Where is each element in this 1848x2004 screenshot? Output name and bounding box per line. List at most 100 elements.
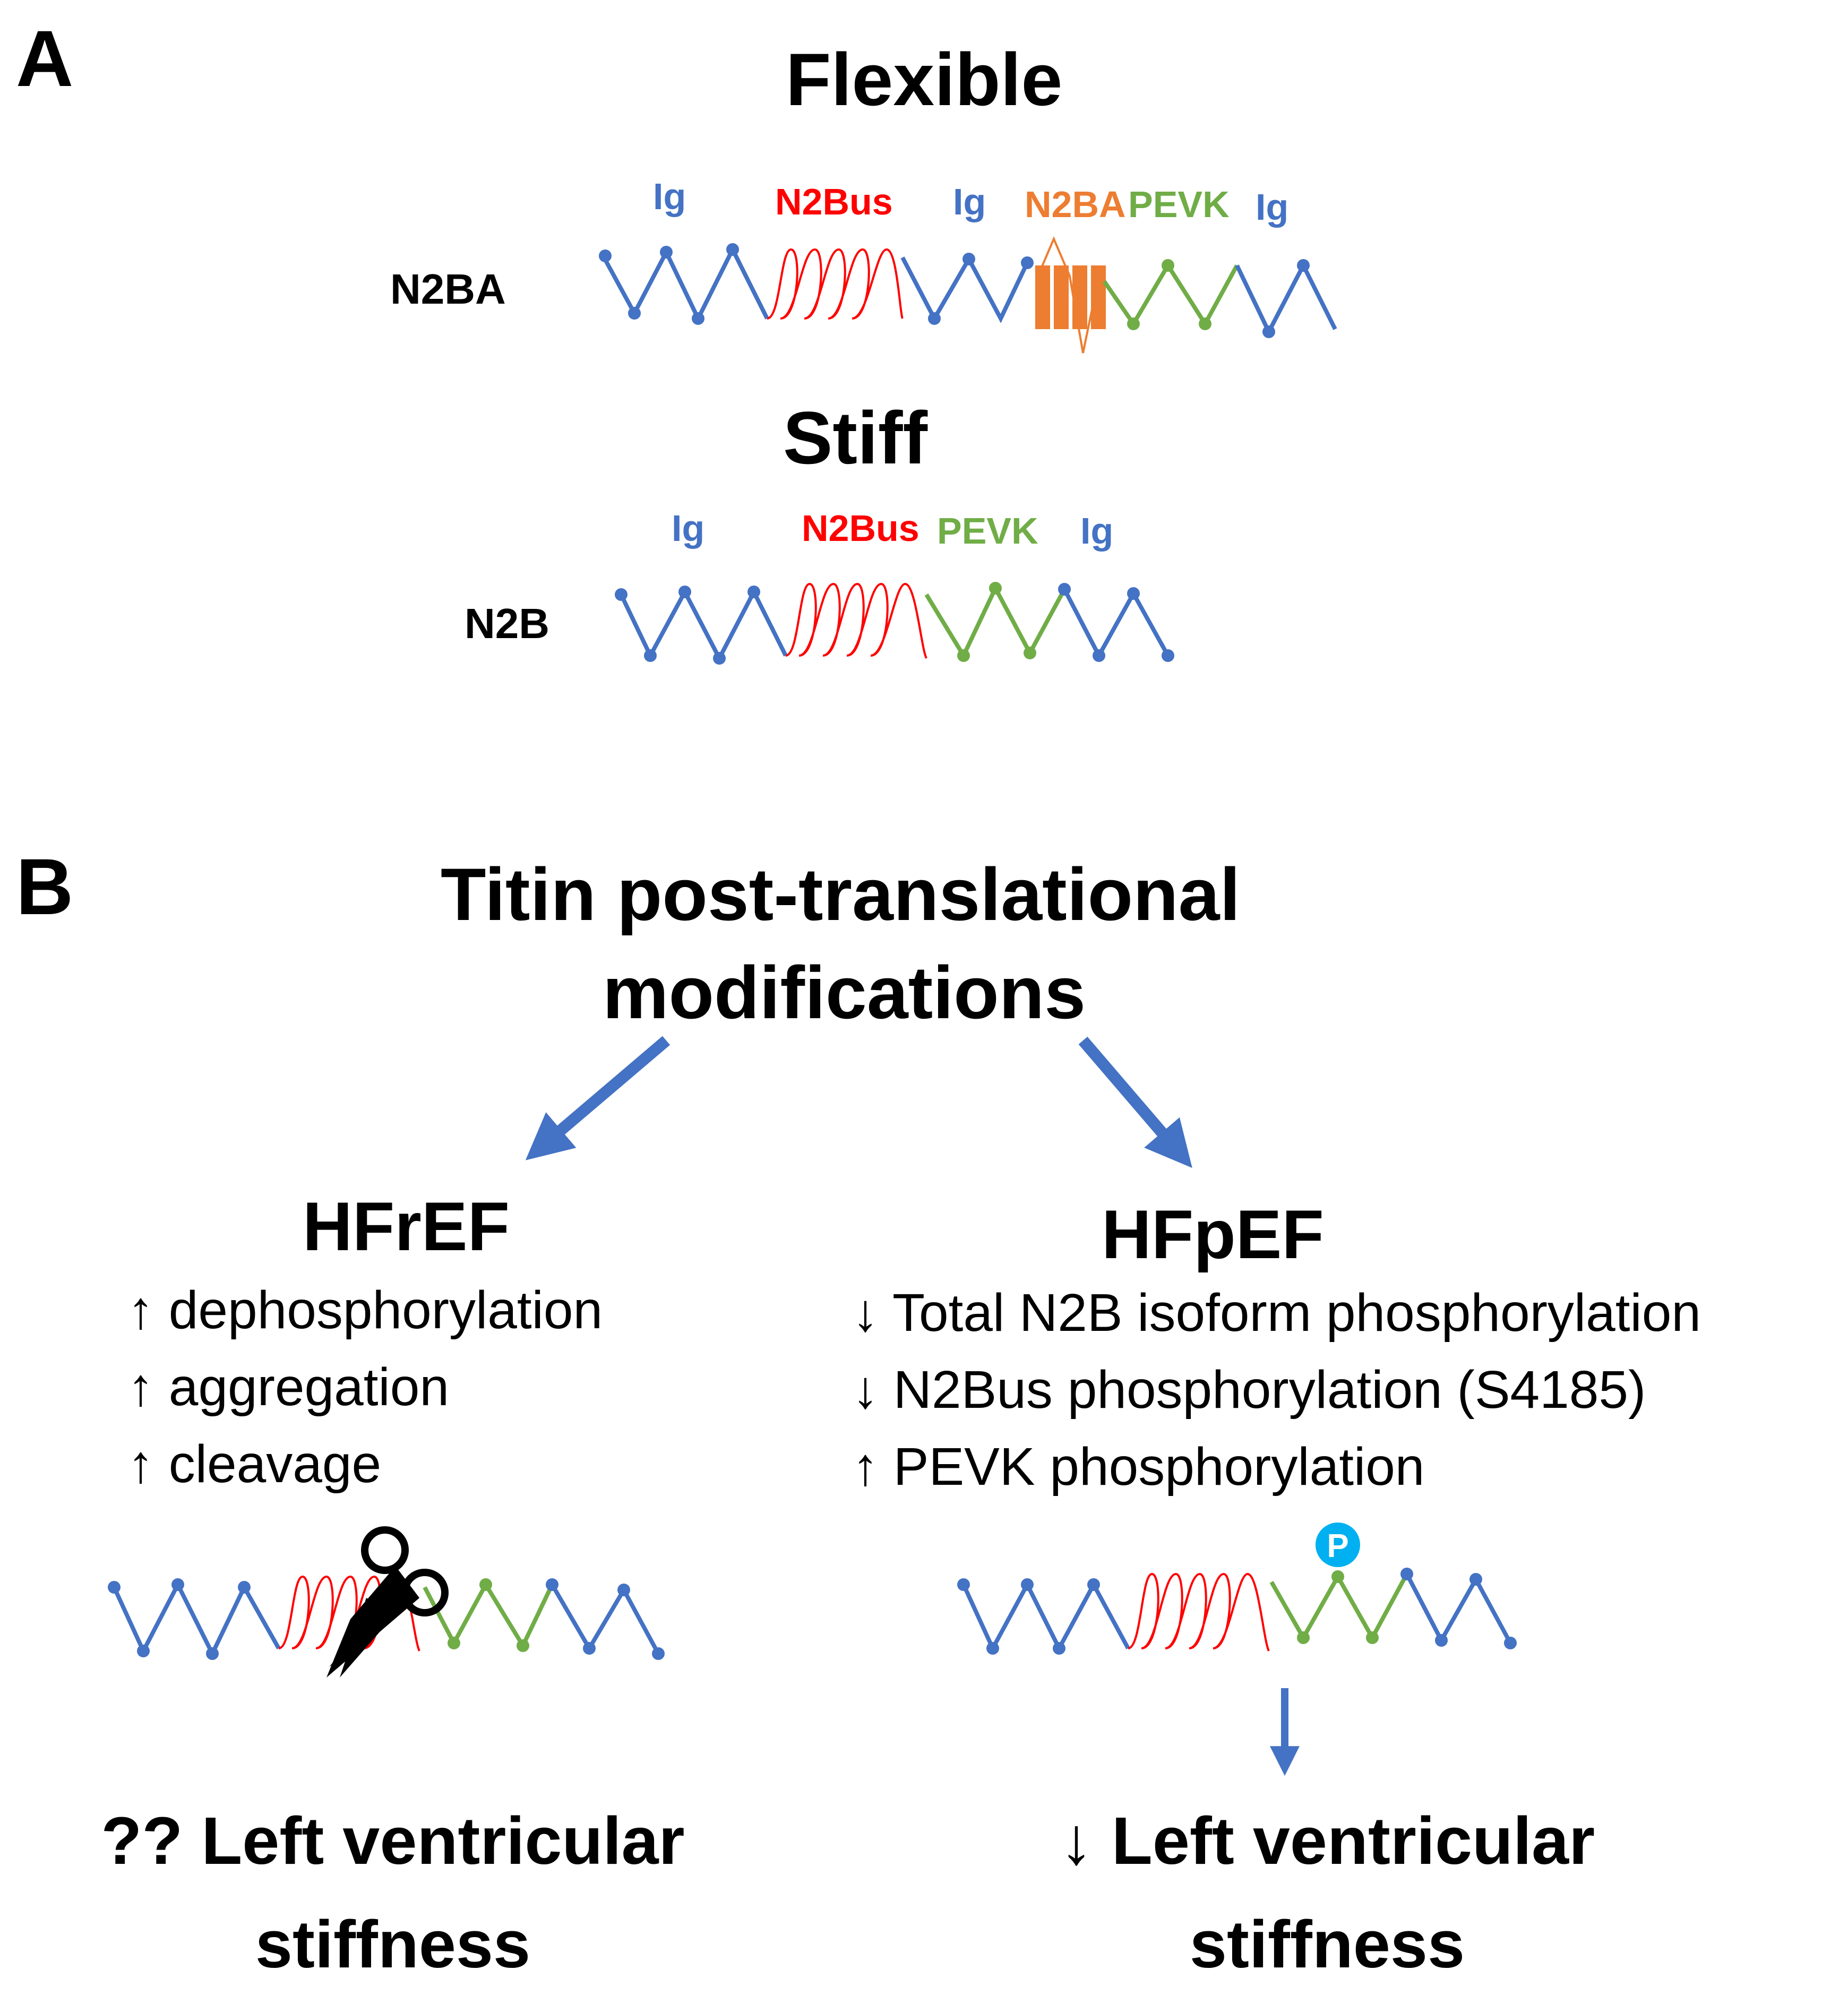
flexible-title: Flexible	[786, 38, 1063, 121]
n2b-isoform-name: N2B	[465, 600, 550, 647]
n2ba-ig-label-1: Ig	[653, 176, 686, 217]
hfref-ig-node	[137, 1645, 150, 1657]
hfpef-pevk-node-phosphorylated	[1331, 1570, 1344, 1583]
n2ba-pevk-label: PEVK	[1128, 184, 1230, 225]
hfpef-pevk-segment	[1269, 1572, 1409, 1642]
hfpef-pevk-node	[1297, 1631, 1310, 1644]
n2ba-pevk-segment	[1102, 261, 1239, 328]
n2ba-ig-segment-1	[600, 245, 769, 324]
hfpef-ig-node	[1053, 1642, 1065, 1655]
ptm-title-line1: Titin post-translational	[441, 853, 1241, 936]
hfref-ig-node	[583, 1642, 596, 1655]
n2ba-unique-block	[1072, 265, 1087, 329]
n2ba-ig-node	[660, 246, 673, 259]
n2b-ig-node	[644, 649, 657, 662]
n2ba-n2bus-coil	[767, 248, 904, 320]
n2ba-ig-segment-3	[1235, 261, 1337, 337]
hfpef-ig-segment-1	[961, 1580, 1130, 1653]
hfpef-change-1: ↓ Total N2B isoform phosphorylation	[852, 1283, 1701, 1343]
n2b-ig-segment-1	[619, 587, 788, 663]
n2ba-ig-node	[1262, 325, 1275, 338]
hfref-ig-segment-2	[550, 1583, 660, 1655]
hfref-pevk-node	[479, 1578, 492, 1591]
hfref-outcome-line2: stiffness	[255, 1907, 531, 1982]
n2b-pevk-node	[957, 649, 970, 662]
hfpef-outcome-line1: ↓ Left ventricular	[1059, 1803, 1595, 1878]
n2ba-pevk-node	[1162, 259, 1174, 272]
panel-a-letter: A	[16, 14, 74, 103]
hfref-ig-node	[546, 1578, 558, 1591]
n2ba-ig-node	[726, 243, 739, 256]
hfref-ig-segment-1	[112, 1580, 281, 1659]
hfpef-ig-node	[957, 1578, 970, 1591]
hfpef-title: HFpEF	[1102, 1195, 1324, 1273]
n2b-pevk-node	[1024, 647, 1036, 659]
hfpef-outcome-line2: stiffness	[1189, 1907, 1465, 1982]
hfpef-pevk-node	[1366, 1631, 1379, 1644]
n2ba-unique-block	[1035, 265, 1050, 329]
n2b-ig-node	[713, 652, 726, 665]
n2b-ig-label-2: Ig	[1080, 510, 1114, 552]
n2ba-ig-node	[628, 307, 641, 320]
n2b-titin-strand	[615, 582, 1174, 665]
hfpef-change-3: ↑ PEVK phosphorylation	[852, 1437, 1425, 1496]
n2ba-ig-segment-2	[900, 254, 1029, 323]
n2ba-unique-block	[1091, 265, 1106, 329]
n2b-n2bus-label: N2Bus	[802, 508, 919, 549]
n2ba-n2bus-label: N2Bus	[775, 181, 893, 222]
hfpef-n2bus-coil	[1128, 1572, 1270, 1652]
n2ba-n2ba-label: N2BA	[1025, 184, 1126, 225]
ptm-title-line2: modifications	[603, 951, 1086, 1034]
hfpef-ig-node	[1400, 1568, 1413, 1580]
hfpef-ig-node	[986, 1642, 999, 1655]
phosphate-icon: P	[1316, 1523, 1360, 1567]
hfref-ig-node	[617, 1584, 630, 1596]
n2b-ig-node	[1058, 583, 1071, 596]
n2b-ig-node	[678, 586, 691, 598]
n2ba-ig-node	[1021, 256, 1034, 269]
n2ba-ig-node	[962, 253, 975, 265]
hfpef-ig-node	[1504, 1637, 1517, 1649]
panel-b-letter: B	[16, 842, 74, 931]
n2b-n2bus-coil	[785, 582, 927, 659]
n2ba-pevk-node	[1199, 317, 1211, 330]
arrow-to-hfpef	[1078, 1036, 1192, 1168]
arrow-to-hfref	[525, 1036, 671, 1160]
hfref-pevk-node	[448, 1637, 460, 1649]
hfref-ig-node	[206, 1647, 219, 1660]
hfpef-ig-node	[1087, 1578, 1100, 1591]
hfpef-ig-node	[1435, 1634, 1448, 1647]
hfref-ig-node	[108, 1581, 121, 1594]
n2ba-ig-label-2: Ig	[953, 181, 986, 222]
n2b-ig-node	[615, 588, 628, 601]
phosphate-label: P	[1327, 1528, 1348, 1564]
n2ba-ig-node	[928, 312, 941, 325]
n2ba-unique-sequence-line	[1037, 236, 1100, 354]
n2b-ig-node	[747, 586, 760, 598]
hfref-outcome-line1: ?? Left ventricular	[101, 1803, 685, 1878]
n2b-ig-node	[1127, 587, 1140, 600]
hfpef-titin-strand	[957, 1568, 1517, 1655]
hfpef-ig-node	[1021, 1578, 1034, 1591]
stiff-title: Stiff	[783, 396, 928, 479]
n2b-ig-segment-2	[1062, 588, 1170, 660]
n2ba-pevk-node	[1127, 317, 1140, 330]
n2ba-unique-block	[1054, 265, 1069, 329]
n2ba-ig-node	[1297, 259, 1310, 272]
n2ba-ig-node	[692, 312, 704, 325]
hfref-ig-node	[238, 1581, 251, 1594]
scissors-icon	[326, 1526, 449, 1678]
hfref-ig-node	[171, 1578, 184, 1591]
n2b-pevk-segment	[924, 583, 1067, 660]
hfref-title: HFrEF	[303, 1188, 510, 1265]
hfref-ig-node	[652, 1647, 665, 1660]
hfpef-ig-node	[1469, 1573, 1482, 1586]
hfref-change-2: ↑ aggregation	[127, 1357, 450, 1417]
hfref-change-1: ↑ dephosphorylation	[127, 1280, 603, 1340]
n2b-ig-label-1: Ig	[672, 508, 705, 549]
n2ba-titin-strand	[599, 236, 1337, 354]
hfref-pevk-node	[517, 1639, 529, 1652]
hfref-titin-strand	[108, 1575, 665, 1660]
n2b-pevk-label: PEVK	[937, 510, 1038, 552]
